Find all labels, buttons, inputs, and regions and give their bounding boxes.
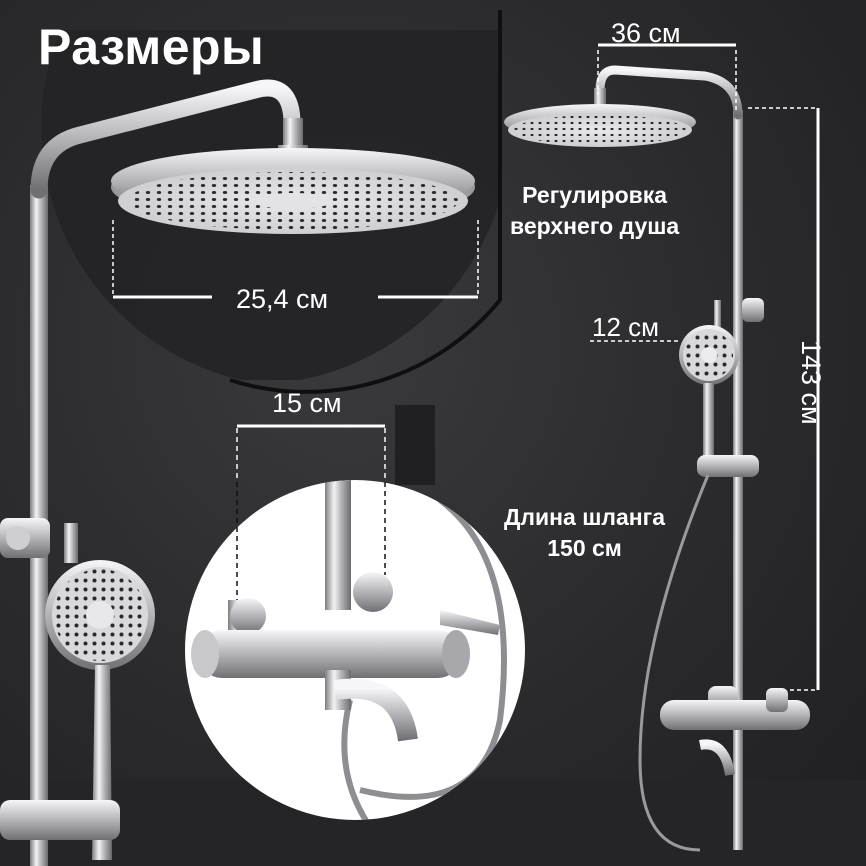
page-title: Размеры [38,19,265,75]
hose-line-2: 150 см [547,535,622,561]
height-label: 143 см [796,340,826,425]
hose-line-1: Длина шланга [504,504,666,530]
adjust-line-2: верхнего душа [510,213,680,239]
top-width-label: 36 см [611,18,681,48]
mixer-spacing-label: 15 см [272,388,342,418]
hose-length-caption: Длина шланга 150 см [504,502,665,564]
hand-shower-label: 12 см [592,312,660,342]
adjustable-head-caption: Регулировка верхнего душа [510,180,679,242]
head-diameter-label: 25,4 см [236,284,329,314]
adjust-line-1: Регулировка [522,182,668,208]
